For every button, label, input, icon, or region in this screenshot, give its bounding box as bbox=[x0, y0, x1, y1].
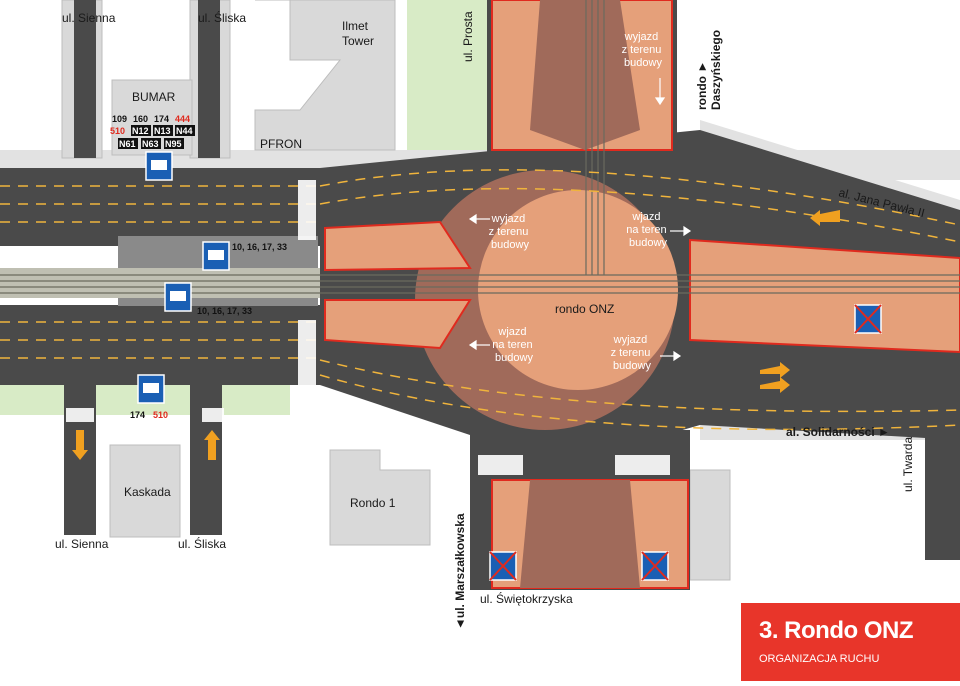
suspended-stop-south-right bbox=[641, 551, 669, 581]
bus-stop-bumar bbox=[145, 151, 173, 181]
bumar-line-2: 160 bbox=[133, 114, 148, 124]
street-sliska-bottom: ul. Śliska bbox=[178, 536, 226, 551]
bumar-line-red: 444 bbox=[175, 114, 190, 124]
building-ilmet-label: Ilmet Tower bbox=[342, 19, 374, 48]
bumar-line-1: 109 bbox=[112, 114, 127, 124]
building-south-east bbox=[689, 469, 731, 581]
bumar-night-1: N12 bbox=[132, 126, 149, 136]
label-exit-right-lower: wyjazd z terenu budowy bbox=[611, 334, 654, 372]
suspended-stop-south-left bbox=[489, 551, 517, 581]
street-sienna-bottom: ul. Sienna bbox=[55, 537, 109, 551]
road-solidarnosci-west bbox=[0, 305, 330, 385]
direction-arrows bbox=[72, 210, 840, 460]
bumar-night-4: N61 bbox=[119, 139, 136, 149]
bumar-night-5: N63 bbox=[142, 139, 159, 149]
construction-west-upper bbox=[324, 220, 472, 272]
title-main: 3. Rondo ONZ bbox=[759, 617, 913, 644]
street-prosta: ul. Prosta bbox=[461, 11, 475, 62]
bumar-lines: 109 160 174 444 510 N12 N13 N44 N61 N63 … bbox=[110, 114, 195, 149]
tram-tracks bbox=[0, 0, 960, 294]
label-entry-left-lower: wjazd na teren budowy bbox=[492, 326, 535, 364]
bumar-line-510: 510 bbox=[110, 126, 125, 136]
title-box: 3. Rondo ONZ ORGANIZACJA RUCHU bbox=[741, 603, 960, 681]
building-bumar-label: BUMAR bbox=[132, 90, 176, 104]
label-exit-left-upper: wyjazd z terenu budowy bbox=[489, 213, 532, 251]
label-entry-right-upper: wjazd na teren budowy bbox=[626, 211, 669, 249]
construction-south-inner bbox=[520, 480, 640, 588]
street-marszalkowska: ◄ul. Marszałkowska bbox=[453, 513, 467, 630]
tram-south-lines: 10, 16, 17, 33 bbox=[197, 306, 252, 316]
bumar-line-3: 174 bbox=[154, 114, 169, 124]
road-twarda bbox=[925, 410, 960, 560]
kaskada-line: 174 bbox=[130, 410, 145, 420]
suspended-stop-east bbox=[854, 304, 882, 334]
road-sienna-top bbox=[74, 0, 96, 158]
construction-arrows bbox=[468, 78, 692, 362]
construction-north-inner bbox=[530, 0, 640, 150]
building-pfron-label: PFRON bbox=[260, 137, 302, 151]
building-kaskada-label: Kaskada bbox=[124, 485, 171, 499]
street-daszynskiego-line2: Daszyńskiego bbox=[709, 30, 723, 110]
lane-markings bbox=[0, 169, 960, 431]
bumar-night-3: N44 bbox=[176, 126, 193, 136]
rondo-onz-label: rondo ONZ bbox=[555, 302, 614, 316]
street-daszynskiego: rondo ► Daszyńskiego bbox=[695, 30, 723, 110]
street-twarda: ul. Twarda bbox=[901, 437, 915, 492]
building-rondo1 bbox=[329, 449, 431, 546]
building-kaskada bbox=[109, 444, 181, 538]
road-sliska-bottom bbox=[190, 385, 222, 535]
kaskada-line-red: 510 bbox=[153, 410, 168, 420]
street-sienna-top: ul. Sienna bbox=[62, 11, 116, 25]
street-sliska-top: ul. Śliska bbox=[198, 10, 246, 25]
crosswalks bbox=[66, 180, 670, 475]
roundabout-island bbox=[478, 190, 678, 390]
street-solidarnosci: al. Solidarności ► bbox=[786, 425, 890, 439]
street-daszynskiego-line1: rondo ► bbox=[695, 61, 709, 110]
title-subtitle: ORGANIZACJA RUCHU bbox=[759, 653, 880, 665]
construction-west-lower bbox=[324, 299, 472, 350]
bumar-night-6: N95 bbox=[165, 139, 182, 149]
green-prosta bbox=[407, 0, 487, 150]
road-jana-pawla-west bbox=[0, 168, 330, 246]
building-ilmet-line2: Tower bbox=[342, 34, 374, 48]
bumar-night-2: N13 bbox=[154, 126, 171, 136]
building-ilmet-line1: Ilmet bbox=[342, 19, 369, 33]
bus-stop-kaskada bbox=[137, 374, 165, 404]
tram-stop-north bbox=[202, 241, 230, 271]
label-exit-top-right: wyjazd z terenu budowy bbox=[622, 31, 665, 69]
tram-north-lines: 10, 16, 17, 33 bbox=[232, 242, 287, 252]
construction-east bbox=[689, 238, 960, 354]
tram-stop-south bbox=[164, 282, 192, 312]
street-swietokrzyska: ul. Świętokrzyska bbox=[480, 591, 573, 606]
building-rondo1-label: Rondo 1 bbox=[350, 496, 396, 510]
building-ilmet bbox=[254, 0, 396, 151]
road-sliska-top bbox=[198, 0, 220, 158]
